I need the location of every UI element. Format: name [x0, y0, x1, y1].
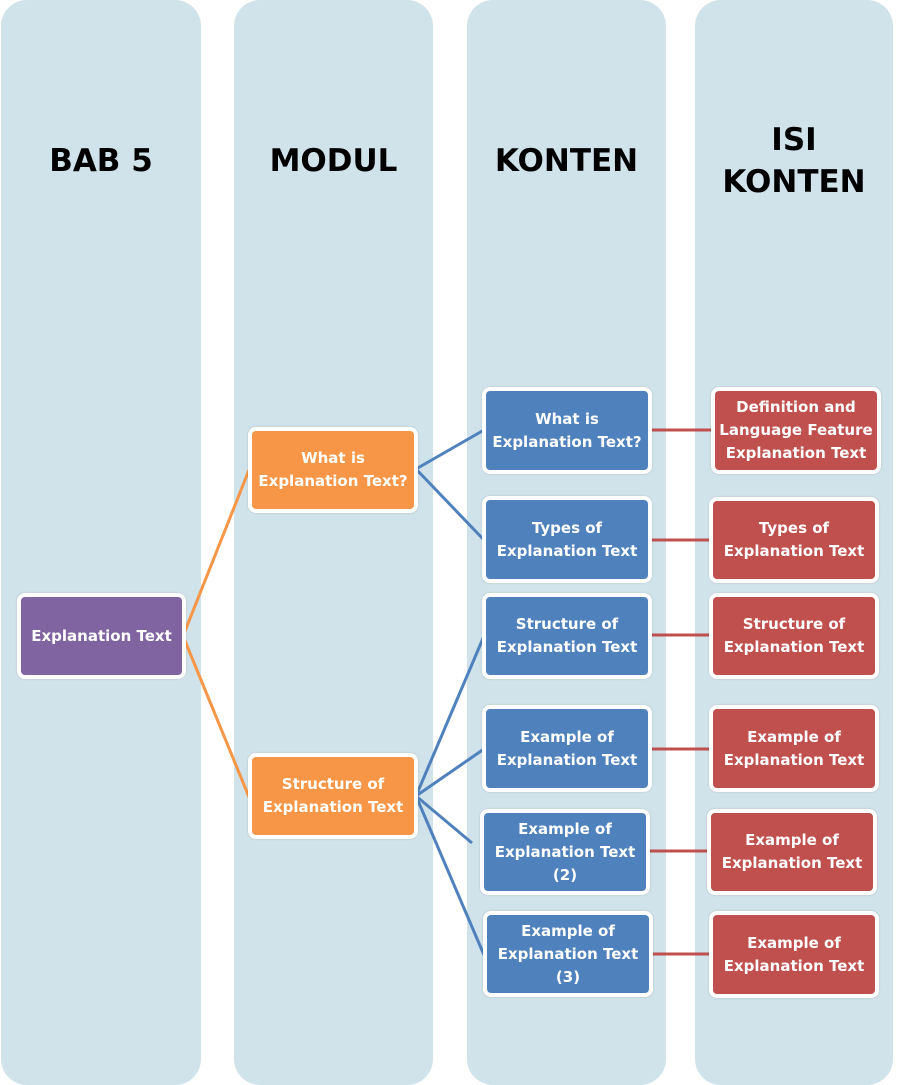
link-modul2-konten-6 [414, 795, 486, 956]
isi-konten-node-6[interactable]: Example of Explanation Text [709, 911, 879, 998]
link-modul1-konten-1 [415, 428, 485, 471]
link-bab-modul-1 [181, 469, 251, 637]
link-modul1-konten-2 [414, 467, 486, 542]
link-bab-modul-2 [181, 635, 251, 798]
konten-node-6[interactable]: Example of Explanation Text (3) [483, 911, 653, 997]
link-modul2-konten-4 [415, 747, 485, 798]
isi-konten-node-2[interactable]: Types of Explanation Text [709, 497, 879, 583]
isi-konten-node-5[interactable]: Example of Explanation Text [707, 809, 877, 895]
isi-konten-node-3[interactable]: Structure of Explanation Text [709, 593, 879, 679]
modul-node-structure[interactable]: Structure of Explanation Text [248, 753, 418, 839]
konten-node-5[interactable]: Example of Explanation Text (2) [480, 809, 650, 895]
link-modul2-konten-5 [415, 794, 473, 845]
column-title-modul: MODUL [269, 143, 398, 179]
column-title-isi-konten: ISI KONTEN [722, 122, 866, 200]
konten-node-1[interactable]: What is Explanation Text? [482, 387, 652, 474]
konten-node-3[interactable]: Structure of Explanation Text [482, 593, 652, 679]
modul-node-what-is[interactable]: What is Explanation Text? [248, 427, 418, 513]
link-modul2-konten-3 [414, 635, 486, 797]
bab-node[interactable]: Explanation Text [17, 593, 186, 679]
konten-node-2[interactable]: Types of Explanation Text [482, 496, 652, 583]
konten-node-4[interactable]: Example of Explanation Text [482, 705, 652, 792]
column-title-bab: BAB 5 [49, 143, 153, 179]
column-bab: BAB 5 [1, 0, 201, 1085]
column-modul: MODUL [234, 0, 433, 1085]
isi-konten-node-1[interactable]: Definition and Language Feature Explanat… [711, 387, 881, 474]
column-title-konten: KONTEN [494, 143, 639, 179]
isi-konten-node-4[interactable]: Example of Explanation Text [709, 705, 879, 792]
